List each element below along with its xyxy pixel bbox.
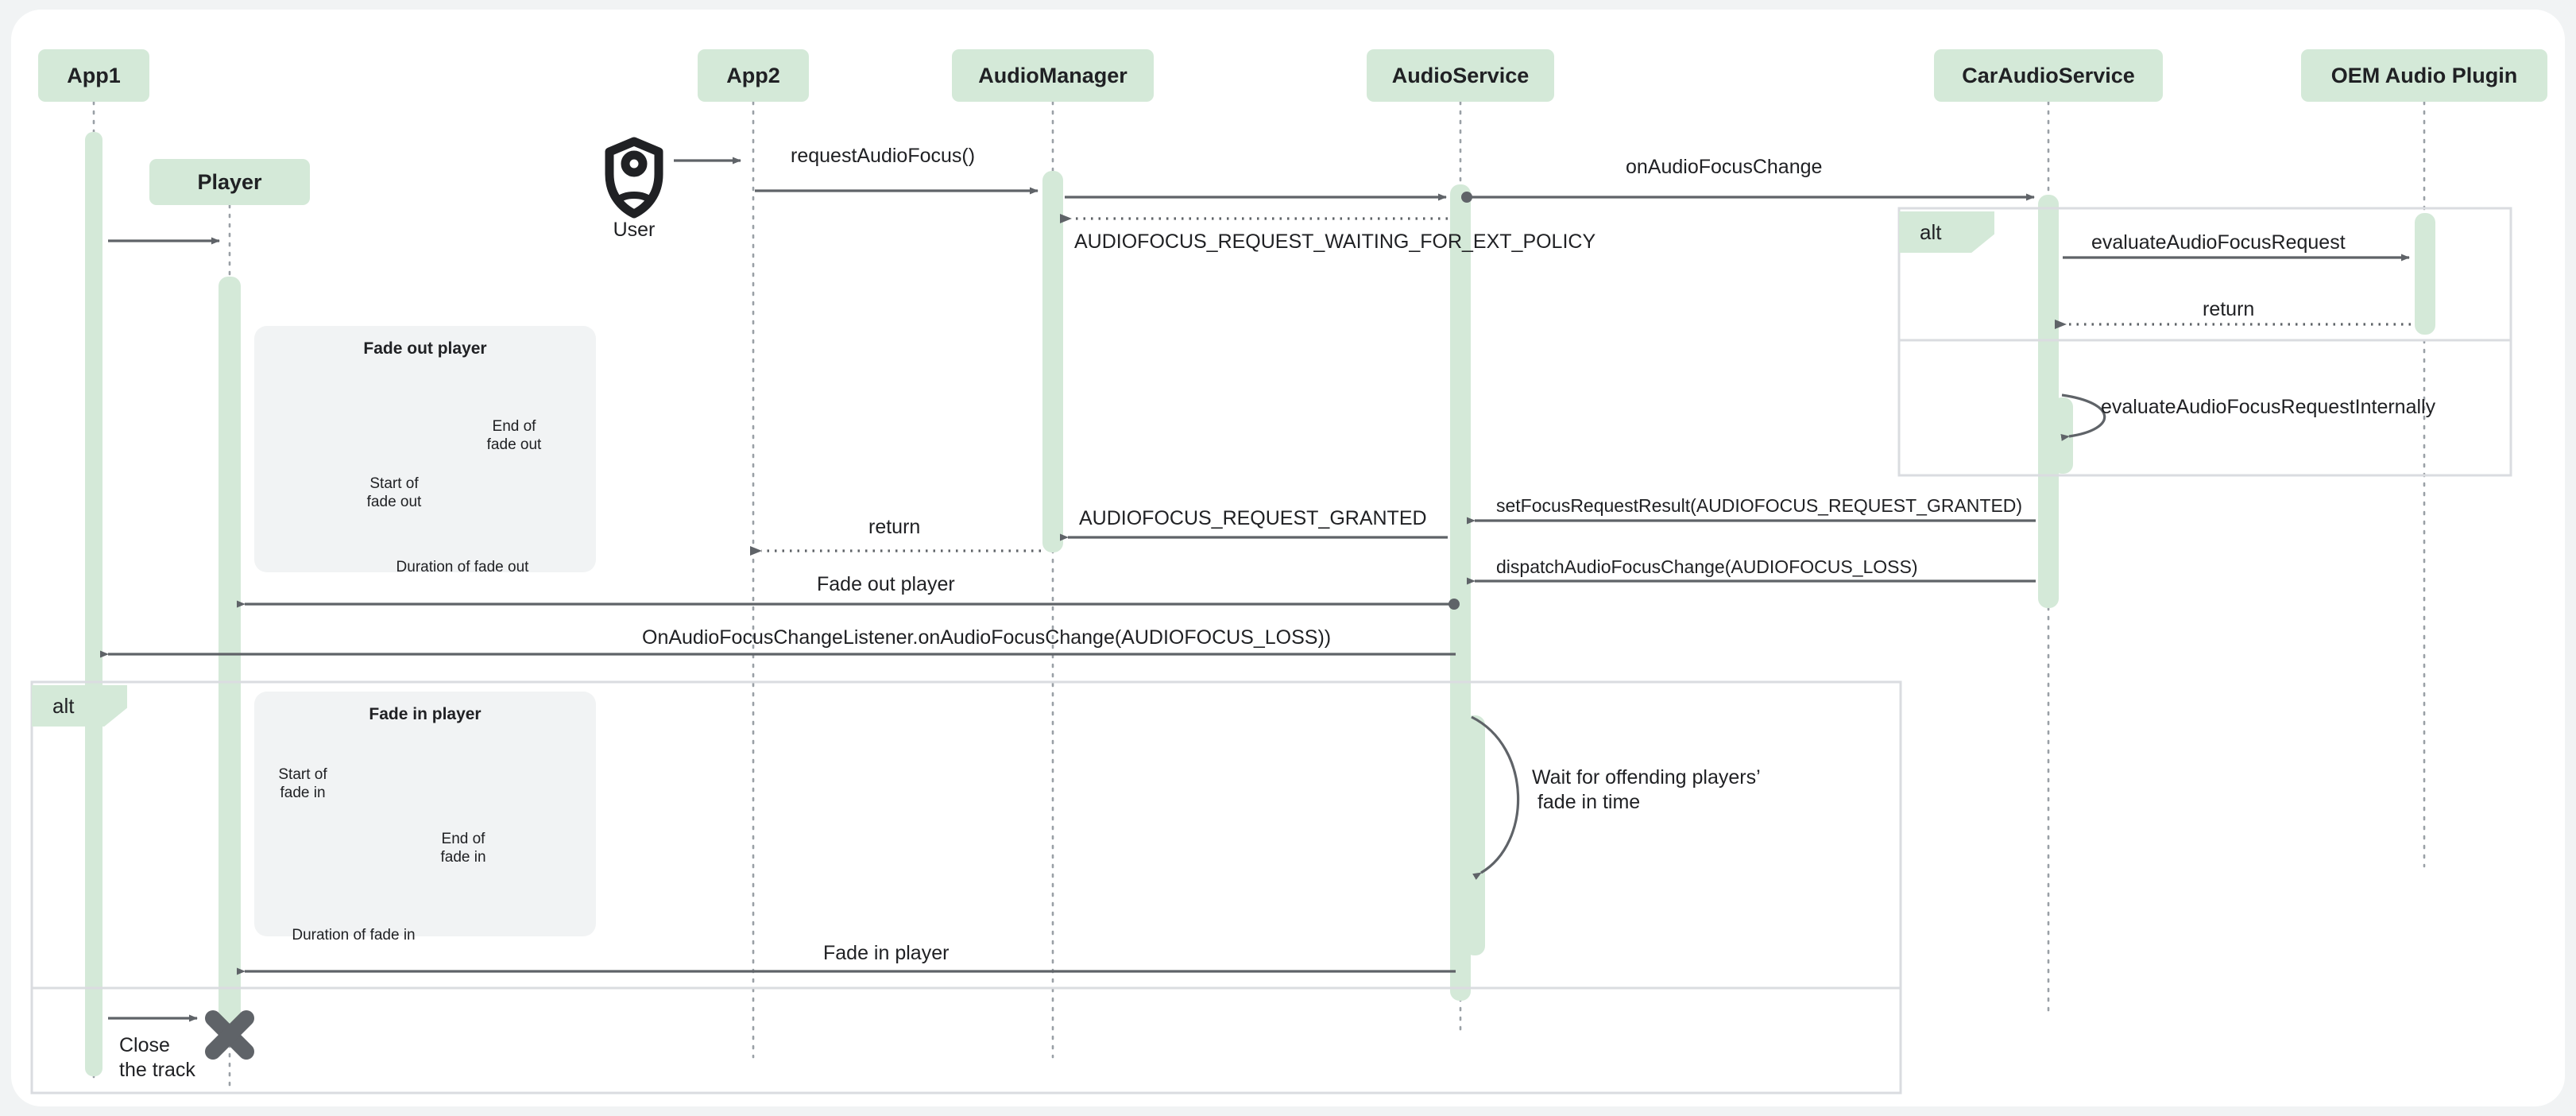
fragment-alt-right-text: alt (1920, 219, 1942, 244)
participant-oemaudioplugin-label: OEM Audio Plugin (2330, 63, 2518, 87)
participant-app2-label: App2 (726, 63, 780, 87)
fade-in-end-annotation: End of fade in (440, 831, 486, 866)
participant-app2[interactable]: App2 (698, 49, 809, 102)
arrow-eval-internal (2060, 393, 2106, 441)
label-close-track: Close the track (119, 1034, 195, 1082)
fade-in-chart-title: Fade in player (369, 705, 482, 723)
participant-oemaudioplugin[interactable]: OEM Audio Plugin (2301, 49, 2547, 102)
label-listener-loss: OnAudioFocusChangeListener.onAudioFocusC… (642, 626, 1332, 649)
participant-audiomanager[interactable]: AudioManager (952, 49, 1154, 102)
participant-caraudioservice[interactable]: CarAudioService (1934, 49, 2163, 102)
label-dispatch-loss: dispatchAudioFocusChange(AUDIOFOCUS_LOSS… (1496, 556, 1918, 577)
fade-in-chart (254, 692, 596, 936)
fragment-alt-bottom-text: alt (52, 693, 75, 718)
fragment-alt-right-label: alt (1899, 211, 1994, 253)
participant-app1[interactable]: App1 (38, 49, 149, 102)
label-set-result: setFocusRequestResult(AUDIOFOCUS_REQUEST… (1496, 495, 2023, 516)
participant-audiomanager-label: AudioManager (978, 63, 1127, 87)
label-return: return (868, 516, 921, 538)
fade-in-duration-annotation: Duration of fade in (292, 927, 416, 944)
label-eval-internal: evaluateAudioFocusRequestInternally (2101, 396, 2436, 418)
label-eval-request: evaluateAudioFocusRequest (2091, 231, 2346, 254)
arrow-wait-fade-in (1471, 715, 1520, 880)
fade-out-end-annotation: End of fade out (486, 418, 542, 454)
destroy-x-icon (205, 1010, 254, 1060)
fragment-alt-bottom-label: alt (32, 685, 127, 727)
fade-out-start-annotation: Start of fade out (366, 475, 422, 511)
label-fade-in: Fade in player (823, 942, 950, 964)
participant-app1-label: App1 (67, 63, 121, 87)
participant-audioservice-label: AudioService (1391, 63, 1530, 87)
fade-out-duration-annotation: Duration of fade out (396, 559, 529, 575)
label-granted: AUDIOFOCUS_REQUEST_GRANTED (1079, 507, 1427, 529)
label-eval-return: return (2203, 298, 2255, 320)
participant-player[interactable]: Player (149, 159, 310, 205)
fade-out-chart (254, 326, 596, 572)
label-fade-out: Fade out player (817, 573, 955, 595)
participant-player-label: Player (197, 169, 262, 194)
label-wait-fade-in: Wait for offending players’ fade in time (1532, 766, 1761, 814)
actor-user-label: User (613, 219, 656, 241)
message-arrows (100, 157, 2411, 1022)
user-shield-icon (605, 137, 663, 219)
activation-bars (85, 132, 2435, 1076)
label-request-focus: requestAudioFocus() (791, 145, 976, 167)
fade-out-chart-title: Fade out player (363, 339, 487, 358)
label-on-focus-change: onAudioFocusChange (1626, 156, 1823, 178)
participant-caraudioservice-label: CarAudioService (1962, 63, 2135, 87)
fragment-frames (30, 207, 2512, 1095)
participant-audioservice[interactable]: AudioService (1367, 49, 1554, 102)
fade-in-start-annotation: Start of fade in (278, 766, 327, 802)
label-waiting-policy: AUDIOFOCUS_REQUEST_WAITING_FOR_EXT_POLIC… (1074, 231, 1596, 253)
